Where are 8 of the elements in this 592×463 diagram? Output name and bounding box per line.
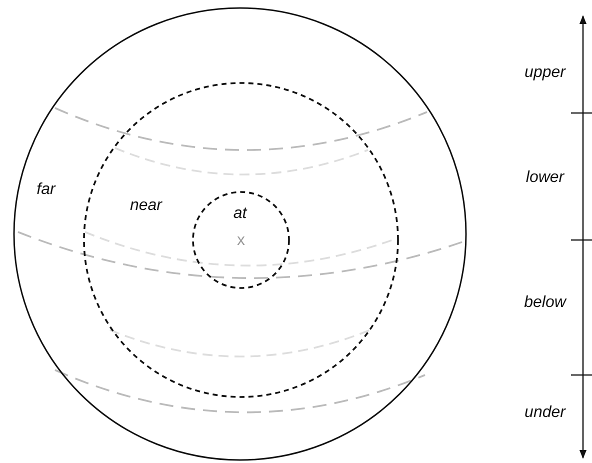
scale-label: lower xyxy=(526,169,564,187)
region-label: far xyxy=(36,181,56,199)
scale-label: upper xyxy=(524,64,566,82)
region-label: at xyxy=(233,205,247,223)
scale-label: under xyxy=(524,404,566,422)
region-label: near xyxy=(130,197,162,215)
marker-label: x xyxy=(237,232,245,250)
scale-label: below xyxy=(524,294,566,312)
